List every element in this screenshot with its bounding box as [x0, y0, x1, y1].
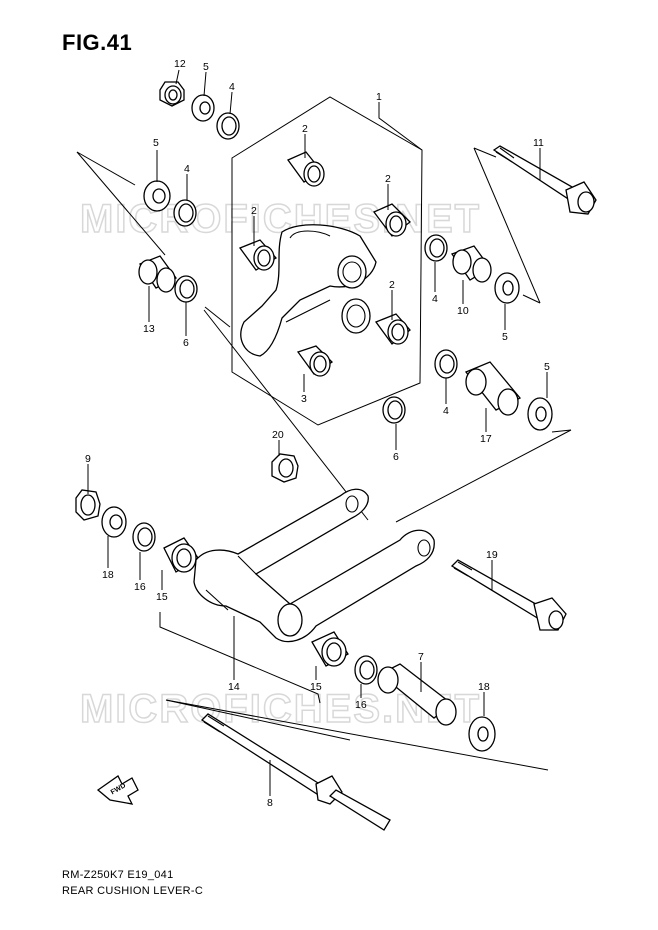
bearing-2-a	[287, 151, 325, 187]
callout-3: 3	[301, 393, 307, 405]
seal-4-top	[216, 112, 240, 140]
callout-18: 18	[102, 569, 114, 581]
callout-10: 10	[457, 305, 469, 317]
callout-16: 16	[134, 581, 146, 593]
callout-9: 9	[85, 453, 91, 465]
callout-20: 20	[272, 429, 284, 441]
lower-group-outline	[159, 612, 321, 704]
right-guide-line	[473, 147, 541, 304]
callout-12: 12	[174, 58, 186, 70]
callout-17: 17	[480, 433, 492, 445]
callout-5: 5	[153, 137, 159, 149]
collar-17	[464, 361, 522, 416]
mid-guide-line	[395, 429, 572, 523]
callout-11: 11	[533, 137, 544, 149]
callout-16: 16	[355, 699, 367, 711]
callout-15: 15	[310, 681, 322, 693]
collar-10	[450, 245, 492, 283]
callout-15: 15	[156, 591, 168, 603]
callout-6: 6	[393, 451, 399, 463]
cushion-lever-14	[193, 488, 435, 643]
washer-18-left	[101, 506, 127, 538]
mid-guide-line-2	[551, 429, 572, 433]
callout-5: 5	[203, 61, 209, 73]
seal-6-center	[382, 396, 406, 424]
nut-12	[159, 81, 185, 107]
bearing-2-c	[238, 239, 278, 271]
left-guide-line-4	[203, 309, 369, 521]
bearing-2-d	[374, 313, 411, 345]
nut-20	[271, 453, 299, 483]
callout-4: 4	[229, 81, 235, 93]
callout-8: 8	[267, 797, 273, 809]
left-guide-line-3	[204, 306, 231, 328]
forward-arrow: FWD	[96, 775, 139, 805]
washer-5-top	[191, 94, 215, 122]
callout-4: 4	[432, 293, 438, 305]
washer-5-right-bottom	[527, 397, 553, 431]
nut-9	[75, 489, 101, 521]
callout-2: 2	[385, 173, 391, 185]
callout-numbers: 12 5 4 1 2 5 4 2 2 11 13 6 4 10 5 2 3 4 …	[85, 58, 550, 809]
bearing-3	[296, 345, 334, 377]
callout-4: 4	[184, 163, 190, 175]
callout-1: 1	[376, 91, 382, 103]
washer-5-right-top	[494, 272, 520, 304]
seal-16-right	[354, 655, 378, 685]
lower-guide-line-2	[165, 699, 351, 741]
seal-4-right-mid	[434, 349, 458, 379]
collar-13	[138, 255, 177, 293]
bolt-11	[492, 145, 597, 215]
callout-7: 7	[418, 651, 424, 663]
right-guide-line-3	[522, 294, 541, 304]
left-guide-line	[76, 151, 136, 186]
callout-13: 13	[143, 323, 155, 335]
right-guide-line-2	[473, 147, 497, 158]
callout-14: 14	[228, 681, 240, 693]
seal-4-left	[173, 199, 197, 227]
callout-18: 18	[478, 681, 490, 693]
callout-19: 19	[486, 549, 498, 561]
callout-2: 2	[389, 279, 395, 291]
part-group-name: REAR CUSHION LEVER-C	[62, 885, 204, 897]
cushion-rod-link-1	[240, 224, 377, 357]
callout-4: 4	[443, 405, 449, 417]
model-code: RM-Z250K7 E19_041	[62, 869, 174, 881]
lever-group-outline	[231, 96, 423, 426]
figure-title: FIG.41	[62, 30, 133, 55]
callout-2: 2	[251, 205, 257, 217]
bearing-2-b	[372, 203, 411, 237]
callout-5: 5	[502, 331, 508, 343]
collar-7	[377, 663, 457, 726]
washer-5-left	[143, 180, 171, 212]
bolt-19	[450, 559, 567, 631]
bearing-15-right	[311, 631, 349, 667]
callout-2: 2	[302, 123, 308, 135]
washer-18-right	[468, 716, 496, 752]
left-guide-line-2	[76, 151, 166, 256]
seal-16-left	[132, 522, 156, 552]
bearing-15-left	[163, 537, 199, 573]
lower-guide-line	[165, 699, 549, 771]
callout-leaders	[87, 69, 548, 796]
seal-4-right-top	[424, 234, 448, 262]
bolt-8	[200, 713, 391, 831]
callout-5: 5	[544, 361, 550, 373]
callout-6: 6	[183, 337, 189, 349]
seal-6-left	[174, 275, 198, 303]
